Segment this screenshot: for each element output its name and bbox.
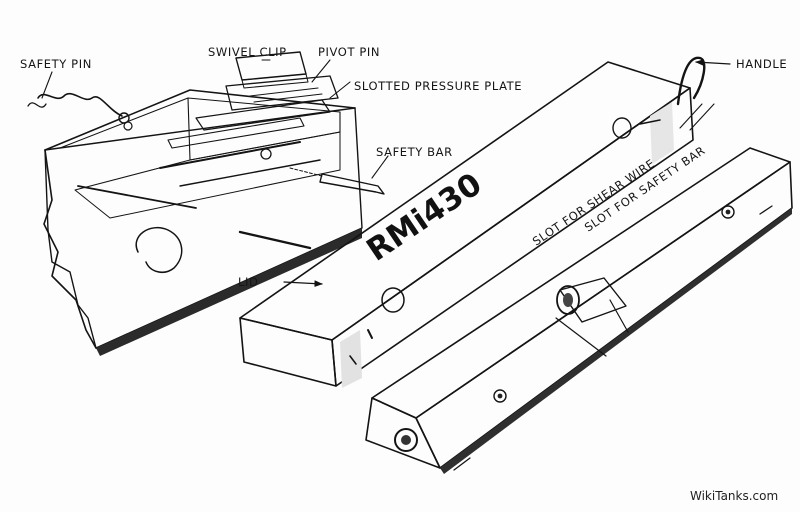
mine-body-cutaway: [27, 51, 385, 356]
label-safety-pin: SAFETY PIN: [20, 57, 92, 71]
lid-part: [239, 56, 706, 388]
label-safety-bar: SAFETY BAR: [376, 145, 453, 159]
label-handle: HANDLE: [736, 57, 787, 71]
label-pivot-pin: PIVOT PIN: [318, 45, 380, 59]
lid-marking: RMi430: [360, 166, 488, 269]
leader-lines: [41, 59, 731, 287]
label-swivel-clip: SWIVEL CLIP: [208, 45, 287, 59]
label-slotted-pressure-plate: SLOTTED PRESSURE PLATE: [354, 79, 522, 93]
base-part: [365, 147, 793, 474]
label-slot-shear-wire: SLOT FOR SHEAR WIRE: [530, 156, 658, 248]
label-lid: LID: [238, 275, 258, 289]
watermark: WikiTanks.com: [690, 489, 778, 503]
